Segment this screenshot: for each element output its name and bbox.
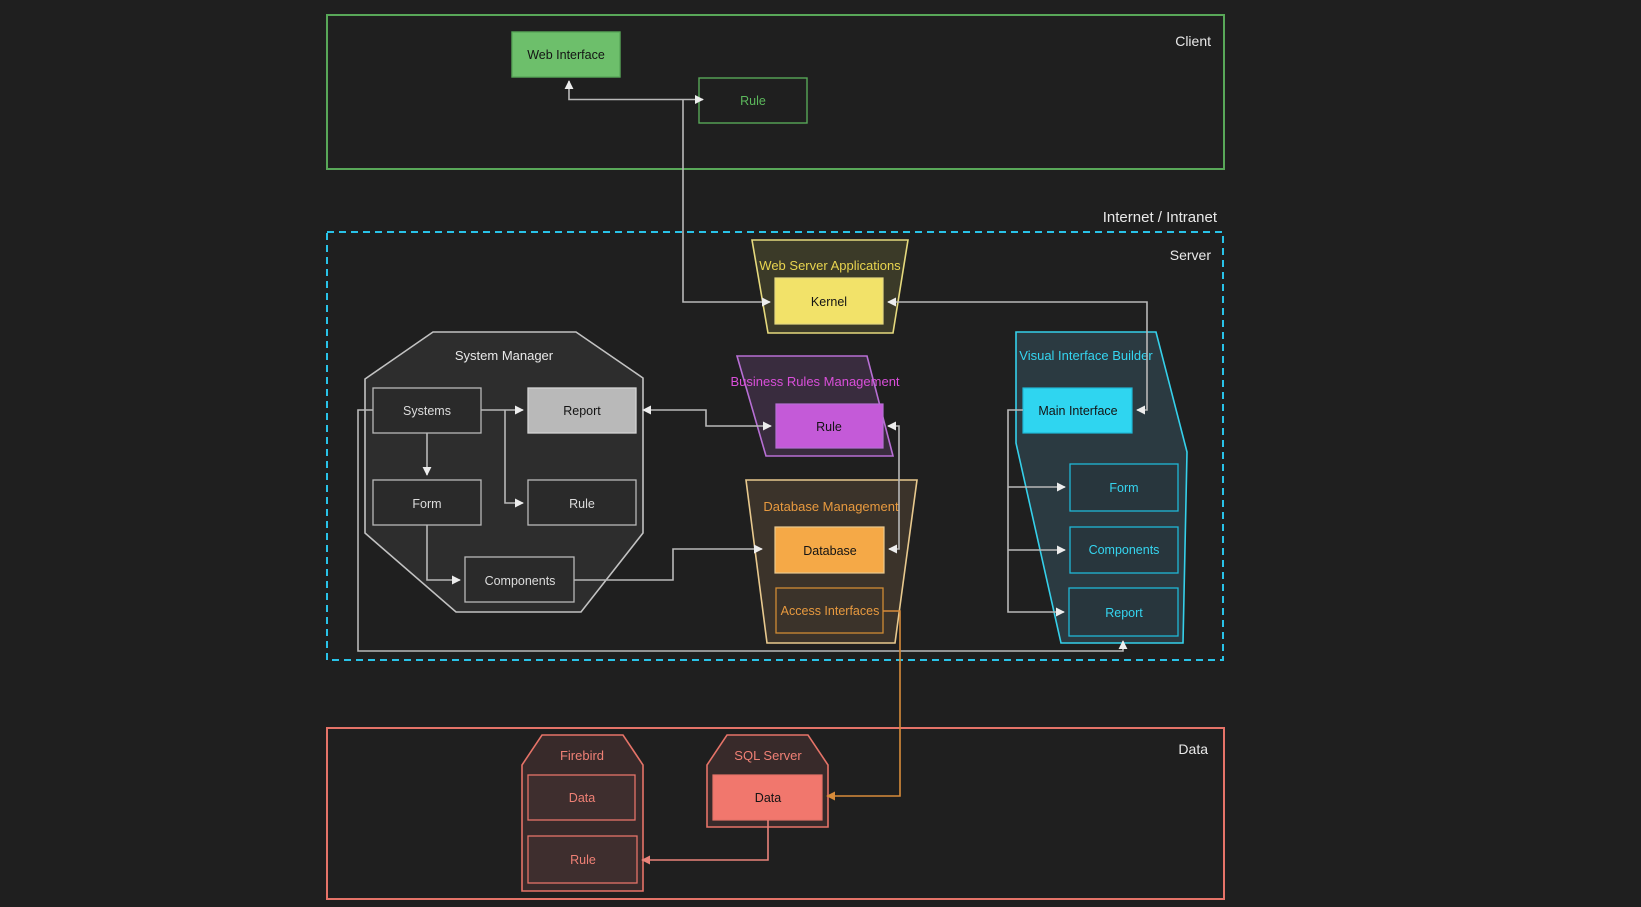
system-manager-group: System Manager Systems Report Form Rule … bbox=[364, 331, 644, 613]
server-section-label: Server bbox=[1170, 247, 1212, 263]
client-container[interactable] bbox=[326, 14, 1225, 170]
edge-maininterface-report[interactable] bbox=[1007, 409, 1065, 617]
data-section-label: Data bbox=[1178, 741, 1208, 757]
brm-rule-node[interactable] bbox=[775, 403, 884, 449]
visual-interface-builder-title: Visual Interface Builder bbox=[1019, 348, 1153, 363]
sm-report-node[interactable] bbox=[527, 387, 637, 434]
firebird-group: Firebird Data Rule bbox=[521, 734, 644, 892]
vib-form-label: Form bbox=[1109, 481, 1138, 495]
edge-systems-vibreport[interactable] bbox=[357, 409, 1128, 652]
database-node[interactable] bbox=[774, 526, 885, 574]
vib-report-node[interactable] bbox=[1068, 587, 1179, 637]
edge-clientrule-kernel[interactable] bbox=[682, 99, 771, 307]
sql-data-label: Data bbox=[755, 791, 781, 805]
edge-kernel-maininterface[interactable] bbox=[887, 297, 1148, 415]
sql-server-group: SQL Server Data bbox=[706, 734, 829, 828]
client-rule-label: Rule bbox=[740, 94, 766, 108]
vib-report-label: Report bbox=[1105, 606, 1143, 620]
web-server-applications-title: Web Server Applications bbox=[759, 258, 901, 273]
business-rules-group: Business Rules Management Rule bbox=[730, 355, 900, 457]
edge-report-brmrule[interactable] bbox=[642, 405, 772, 431]
client-section: Client Web Interface Rule bbox=[326, 14, 1225, 170]
firebird-rule-label: Rule bbox=[570, 853, 596, 867]
sql-data-node[interactable] bbox=[712, 774, 823, 821]
database-management-group: Database Management Database Access Inte… bbox=[745, 479, 918, 644]
server-section: Server Web Server Applications Kernel Sy… bbox=[326, 231, 1224, 661]
systems-label: Systems bbox=[403, 404, 451, 418]
sm-report-label: Report bbox=[563, 404, 601, 418]
sm-rule-label: Rule bbox=[569, 497, 595, 511]
edge-form-components[interactable] bbox=[426, 525, 461, 585]
web-interface-label: Web Interface bbox=[527, 48, 605, 62]
edges bbox=[357, 80, 1148, 865]
web-server-applications-group: Web Server Applications Kernel bbox=[751, 239, 909, 334]
database-label: Database bbox=[803, 544, 857, 558]
edge-components-database[interactable] bbox=[574, 544, 763, 581]
edge-brmrule-database[interactable] bbox=[887, 421, 900, 554]
sql-server-title: SQL Server bbox=[734, 748, 802, 763]
edge-systems-rule[interactable] bbox=[504, 410, 524, 508]
server-container[interactable] bbox=[326, 231, 1224, 661]
web-interface-node[interactable] bbox=[511, 31, 621, 78]
sm-components-label: Components bbox=[485, 574, 556, 588]
firebird-data-node[interactable] bbox=[527, 774, 636, 821]
database-management-title: Database Management bbox=[763, 499, 899, 514]
vib-components-label: Components bbox=[1089, 543, 1160, 557]
edge-sqldata-firebirdrule[interactable] bbox=[641, 820, 769, 865]
internet-intranet-label: Internet / Intranet bbox=[1103, 209, 1218, 226]
business-rules-title: Business Rules Management bbox=[730, 374, 899, 389]
brm-rule-label: Rule bbox=[816, 420, 842, 434]
sm-form-label: Form bbox=[412, 497, 441, 511]
data-section: Data Firebird Data Rule SQL Server Data bbox=[326, 727, 1225, 900]
firebird-rule-node[interactable] bbox=[527, 835, 638, 884]
data-container[interactable] bbox=[326, 727, 1225, 900]
firebird-data-label: Data bbox=[569, 791, 595, 805]
kernel-node[interactable] bbox=[774, 277, 884, 325]
edge-accessinterfaces-sqldata[interactable] bbox=[826, 610, 901, 801]
access-interfaces-label: Access Interfaces bbox=[781, 604, 880, 618]
sm-rule-node[interactable] bbox=[527, 479, 637, 526]
client-section-label: Client bbox=[1175, 33, 1211, 49]
edge-rule-webinterface[interactable] bbox=[564, 80, 704, 104]
firebird-title: Firebird bbox=[560, 748, 604, 763]
sm-components-node[interactable] bbox=[464, 556, 575, 603]
main-interface-label: Main Interface bbox=[1038, 404, 1117, 418]
vib-components-node[interactable] bbox=[1069, 526, 1179, 574]
system-manager-title: System Manager bbox=[455, 348, 554, 363]
vib-form-node[interactable] bbox=[1069, 463, 1179, 512]
kernel-label: Kernel bbox=[811, 295, 847, 309]
